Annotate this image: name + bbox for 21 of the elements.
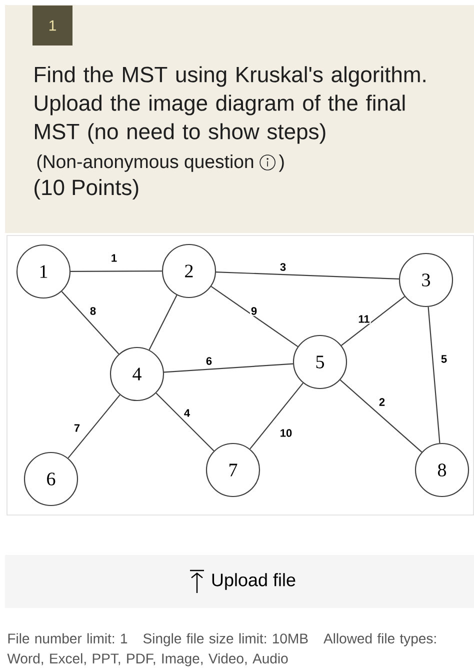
- edge-line: [164, 363, 294, 373]
- anonymity-note: (Non-anonymous question: [37, 154, 254, 172]
- closing-parenthesis: ): [278, 154, 284, 172]
- edge-line: [428, 306, 440, 444]
- edge-line: [210, 286, 298, 348]
- edge-label: 11: [357, 314, 371, 324]
- edge-line: [216, 271, 399, 280]
- edge-line: [148, 294, 178, 350]
- edge-line: [68, 394, 120, 458]
- edge-line: [340, 380, 422, 452]
- upload-button: Upload file: [5, 555, 474, 608]
- edge-line: [341, 296, 405, 346]
- edge-line: [70, 270, 162, 272]
- question-title: Find the MST using Kruskal's algorithm. Upload the image diagram of the final MST (no need to show steps): [34, 66, 426, 144]
- question-number-badge: 1: [32, 6, 72, 46]
- edge-line: [250, 382, 304, 450]
- edge-line: [156, 392, 214, 452]
- edge-line: [61, 291, 120, 354]
- upload-limits-note: File number limit: 1 Single file size limit: 10MB Allowed file types: Word, Excel, PPT, PDF, Image, Video, Audio: [7, 633, 436, 666]
- points-text: (10 Points): [34, 179, 138, 200]
- edge-label: 10: [278, 428, 294, 438]
